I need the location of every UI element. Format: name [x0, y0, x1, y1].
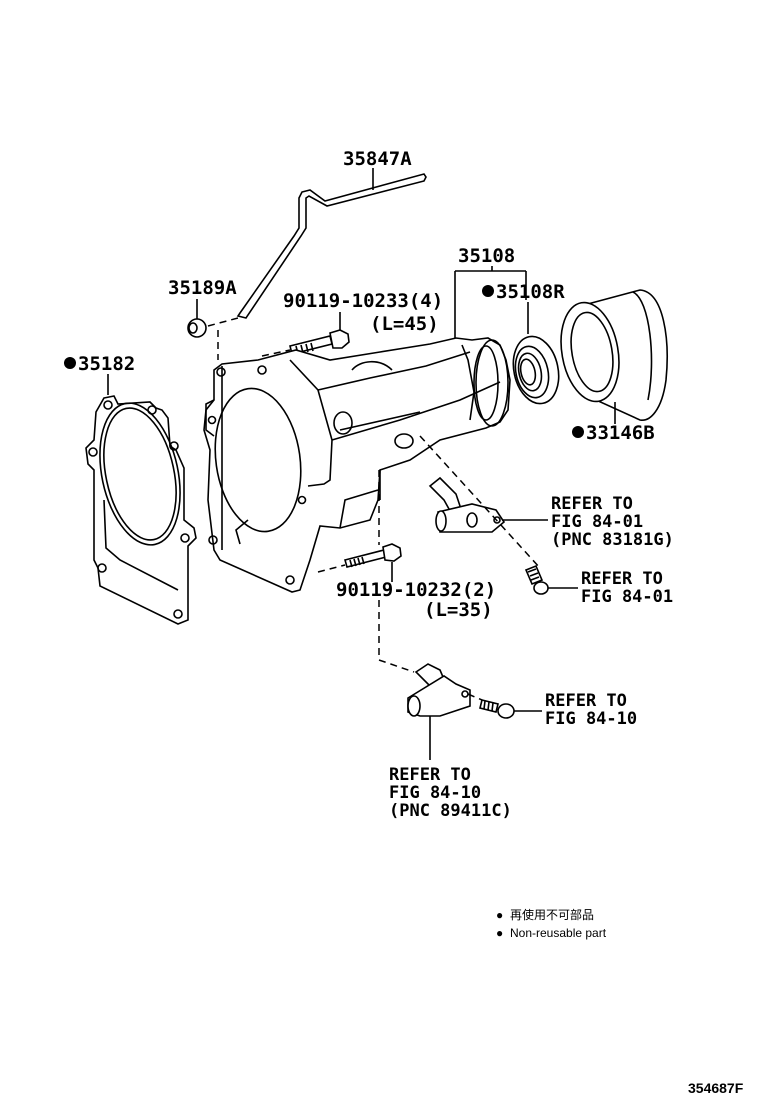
legend-bullet: ●	[496, 908, 503, 922]
legend-en-text: Non-reusable part	[510, 926, 607, 940]
part-label-35108R[interactable]: 35108R	[496, 281, 565, 303]
gasket-part[interactable]	[85, 395, 197, 625]
reference-4-line-1: REFER TO	[389, 765, 471, 785]
reference-4-line-3: (PNC 89411C)	[389, 801, 512, 821]
speed-sensor-part[interactable]	[428, 476, 506, 533]
sensor-bolt-part[interactable]	[524, 564, 549, 595]
reference-3-line-2[interactable]: FIG 84-10	[545, 709, 637, 729]
non-reusable-bullet	[572, 426, 584, 438]
part-label-33146B[interactable]: 33146B	[586, 422, 655, 444]
breather-pipe-part[interactable]	[236, 173, 427, 319]
reference-3-line-1: REFER TO	[545, 691, 627, 711]
reference-2-line-1: REFER TO	[581, 569, 663, 589]
reference-1-line-2[interactable]: FIG 84-01	[551, 512, 643, 532]
legend-bullet: ●	[496, 926, 503, 940]
assembly-dash-line	[378, 470, 415, 673]
assembly-dash-line	[261, 349, 291, 357]
bolt-length-35: (L=35)	[424, 599, 493, 621]
reference-1-line-3: (PNC 83181G)	[551, 530, 674, 550]
position-sensor-part[interactable]	[407, 663, 471, 717]
part-label-35108[interactable]: 35108	[458, 245, 515, 267]
reference-4-line-2[interactable]: FIG 84-10	[389, 783, 481, 803]
dust-cover-part[interactable]	[554, 289, 668, 421]
part-label-35189A[interactable]: 35189A	[168, 277, 237, 299]
sensor-bolt-lower-part[interactable]	[479, 699, 515, 719]
clamp-nut-part[interactable]	[187, 318, 207, 338]
part-label-35182[interactable]: 35182	[78, 353, 135, 375]
reference-2-line-2[interactable]: FIG 84-01	[581, 587, 673, 607]
assembly-dash-line	[207, 317, 239, 327]
part-label-90119-10233[interactable]: 90119-10233(4)	[283, 290, 443, 312]
reference-1-line-1: REFER TO	[551, 494, 633, 514]
part-label-90119-10232[interactable]: 90119-10232(2)	[336, 579, 496, 601]
part-label-35847A[interactable]: 35847A	[343, 148, 412, 170]
non-reusable-bullet	[64, 357, 76, 369]
oil-seal-part[interactable]	[507, 332, 564, 408]
non-reusable-bullet	[482, 285, 494, 297]
leader-bracket	[454, 266, 527, 340]
figure-number: 354687F	[688, 1080, 744, 1096]
legend: ● 再使用不可部品 ● Non-reusable part	[496, 907, 607, 940]
assembly-dash-line	[317, 564, 346, 573]
assembly-dash-line	[467, 693, 483, 701]
legend-jp-text: 再使用不可部品	[510, 907, 594, 922]
assembly-dash-line	[419, 435, 541, 569]
bolt-short-part[interactable]	[344, 543, 402, 568]
extension-housing-part[interactable]	[203, 337, 511, 593]
bolt-length-45: (L=45)	[370, 313, 439, 335]
